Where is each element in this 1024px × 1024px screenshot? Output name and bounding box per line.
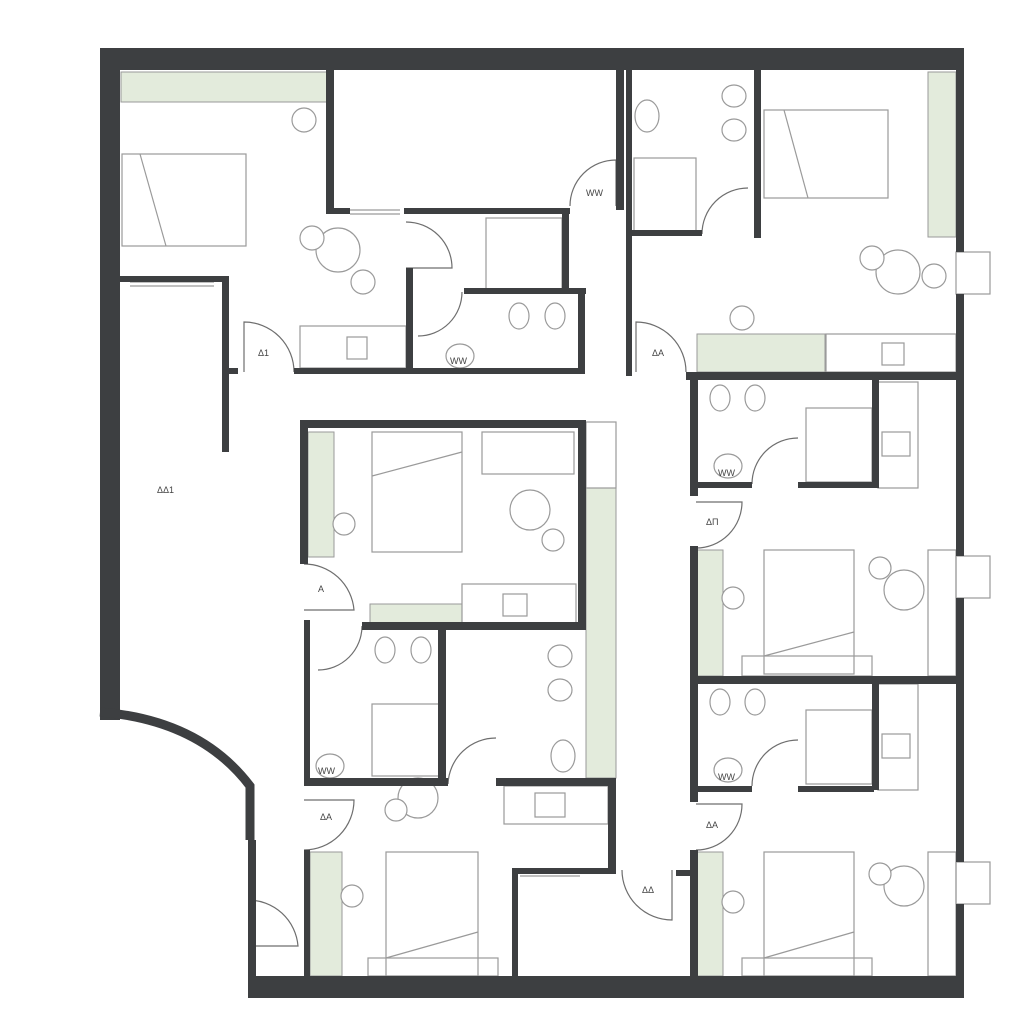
toilet-icon	[544, 302, 566, 330]
door-swing-icon	[695, 501, 743, 549]
wardrobe-icon	[307, 431, 335, 558]
table-chairs-icon	[883, 569, 925, 611]
toilet-icon	[713, 453, 743, 479]
table-chairs-icon	[883, 865, 925, 907]
door-swing-icon	[635, 321, 687, 373]
door-swing-icon	[621, 869, 673, 921]
door-swing-icon	[243, 321, 295, 373]
toilet-icon	[709, 384, 731, 412]
toilet-icon	[721, 118, 747, 142]
table-chairs-icon	[315, 227, 361, 273]
sink-icon	[881, 733, 911, 759]
wardrobe-icon	[696, 851, 724, 977]
sink-icon	[346, 336, 368, 360]
toilet-icon	[410, 636, 432, 664]
door-swing-icon	[303, 563, 355, 611]
door-swing-icon	[447, 737, 497, 785]
door-swing-icon	[303, 799, 355, 851]
toilet-icon	[550, 739, 576, 773]
wardrobe-icon	[927, 71, 957, 238]
sink-icon	[502, 593, 528, 617]
door-swing-icon	[701, 187, 749, 235]
bed-icon	[121, 153, 247, 247]
toilet-icon	[713, 757, 743, 783]
walls	[100, 48, 964, 998]
door-swing-icon	[405, 221, 453, 269]
doors	[243, 159, 799, 947]
door-swing-icon	[751, 437, 799, 485]
bed-icon	[763, 109, 889, 199]
wardrobe-icon	[369, 603, 463, 625]
wardrobe-icon	[120, 71, 328, 103]
window-icon	[955, 251, 991, 295]
bed-icon	[763, 549, 855, 675]
door-swing-icon	[695, 803, 743, 851]
wardrobe-icon	[696, 333, 826, 373]
toilet-icon	[508, 302, 530, 330]
door-swing-icon	[751, 739, 799, 787]
toilet-icon	[315, 753, 345, 779]
wardrobe-icon	[309, 851, 343, 977]
toilet-icon	[445, 343, 475, 369]
sink-icon	[881, 431, 911, 457]
toilets	[315, 84, 766, 783]
toilet-icon	[374, 636, 396, 664]
door-swing-icon	[569, 159, 617, 207]
toilet-icon	[721, 84, 747, 108]
toilet-icon	[709, 688, 731, 716]
table-chairs-icon	[875, 249, 921, 295]
toilet-icon	[547, 678, 573, 702]
toilet-icon	[634, 99, 660, 133]
table-chairs	[291, 107, 947, 914]
wardrobes	[120, 71, 957, 977]
toilet-icon	[547, 644, 573, 668]
wardrobe-icon	[585, 487, 617, 779]
door-swing-icon	[417, 291, 463, 337]
table-chairs-icon	[509, 489, 551, 531]
toilet-icon	[744, 688, 766, 716]
bed-icon	[371, 431, 463, 553]
window-icon	[955, 555, 991, 599]
wardrobe-icon	[696, 549, 724, 677]
window-icon	[955, 861, 991, 905]
door-swing-icon	[247, 899, 299, 947]
door-swing-icon	[317, 625, 363, 671]
toilet-icon	[744, 384, 766, 412]
sink-icon	[881, 342, 905, 366]
sink-icon	[534, 792, 566, 818]
curved-wall	[99, 707, 255, 840]
